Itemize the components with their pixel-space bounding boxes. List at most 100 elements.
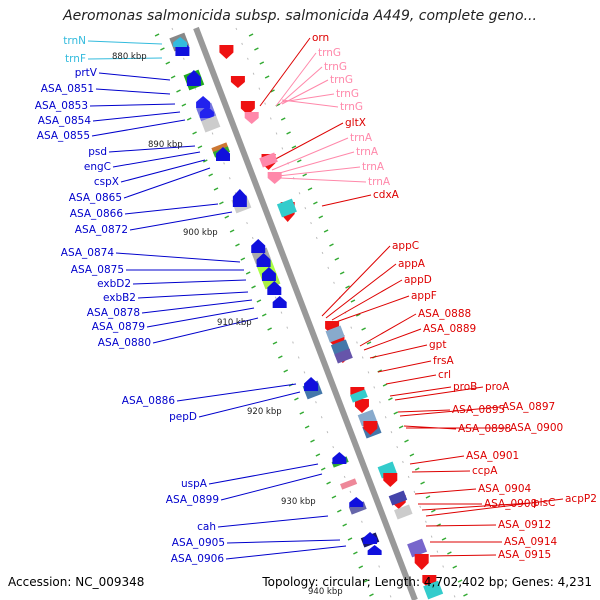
scale-tick: [326, 481, 331, 485]
gene-label-asa-0895[interactable]: ASA_0895: [452, 404, 505, 416]
scale-tick: [213, 187, 219, 191]
leader-line-pepd: [198, 391, 301, 418]
gene-label-prtv[interactable]: prtV: [75, 67, 98, 79]
kbp-label-920-kbp: 920 kbp: [247, 407, 282, 417]
scale-tick: [329, 243, 334, 247]
scale-tick: [170, 75, 176, 79]
gene-label-asa-0854[interactable]: ASA_0854: [38, 115, 92, 127]
gene-label-trng[interactable]: trnG: [318, 47, 341, 59]
gene-label-asa-0874[interactable]: ASA_0874: [61, 247, 115, 259]
gene-label-trna[interactable]: trnA: [362, 161, 385, 173]
gene-label-appc[interactable]: appC: [392, 240, 419, 252]
gene-label-asa-0912[interactable]: ASA_0912: [498, 519, 551, 531]
gene-label-trnf[interactable]: trnF: [65, 53, 86, 65]
gene-label-trng[interactable]: trnG: [324, 61, 347, 73]
gene-label-trna[interactable]: trnA: [356, 146, 379, 158]
gene-feature: [325, 325, 345, 343]
gene-label-cah[interactable]: cah: [197, 521, 216, 533]
gene-label-proa[interactable]: proA: [485, 381, 510, 393]
kbp-label-930-kbp: 930 kbp: [281, 497, 316, 507]
gene-label-asa-0899[interactable]: ASA_0899: [166, 494, 219, 506]
gene-label-cdxa[interactable]: cdxA: [373, 189, 400, 201]
leader-line-prob: [389, 386, 452, 397]
gene-label-asa-0915[interactable]: ASA_0915: [498, 549, 551, 561]
gene-label-trna[interactable]: trnA: [368, 176, 391, 188]
gene-label-appa[interactable]: appA: [398, 258, 426, 270]
gene-label-exbb2[interactable]: exbB2: [103, 292, 136, 304]
gene-label-gltx[interactable]: gltX: [345, 117, 366, 129]
gene-label-asa-0851[interactable]: ASA_0851: [41, 83, 94, 95]
leader-line-ccpa: [411, 470, 471, 473]
gene-label-asa-0897[interactable]: ASA_0897: [502, 401, 555, 413]
gene-label-asa-0905[interactable]: ASA_0905: [172, 537, 225, 549]
gene-label-asa-0865[interactable]: ASA_0865: [69, 192, 122, 204]
gene-label-asa-0855[interactable]: ASA_0855: [37, 130, 90, 142]
scale-tick: [353, 551, 358, 555]
leader-line-asa-0906: [225, 545, 347, 560]
gene-label-asa-0898[interactable]: ASA_0898: [458, 423, 511, 435]
gene-label-exbd2[interactable]: exbD2: [97, 278, 131, 290]
leader-line-exbd2: [132, 279, 247, 285]
leader-line-asa-0865: [123, 167, 211, 199]
scale-tick: [358, 565, 364, 569]
leader-line-crl: [385, 374, 437, 385]
scale-tick: [154, 33, 160, 37]
gene-label-prob[interactable]: proB: [453, 381, 477, 393]
gene-label-asa-0886[interactable]: ASA_0886: [122, 395, 176, 407]
gene-label-asa-0878[interactable]: ASA_0878: [87, 307, 140, 319]
leader-line-gpt: [369, 344, 428, 359]
gene-label-trng[interactable]: trnG: [340, 101, 363, 113]
gene-label-trnn[interactable]: trnN: [63, 35, 86, 47]
gene-label-plsc[interactable]: plsC: [533, 497, 555, 509]
leader-line-trng: [275, 52, 317, 107]
gene-label-engc[interactable]: engC: [84, 161, 111, 173]
gene-label-gpt[interactable]: gpt: [429, 339, 446, 351]
gene-label-appf[interactable]: appF: [411, 290, 437, 302]
gene-label-asa-0866[interactable]: ASA_0866: [70, 208, 124, 220]
gene-label-asa-0880[interactable]: ASA_0880: [98, 337, 151, 349]
gene-label-asa-0908[interactable]: ASA_0908: [484, 498, 537, 510]
gene-label-asa-0872[interactable]: ASA_0872: [75, 224, 128, 236]
gene-label-uspa[interactable]: uspA: [181, 478, 208, 490]
gene-feature: [276, 198, 297, 218]
gene-label-appd[interactable]: appD: [404, 274, 432, 286]
gene-label-asa-0901[interactable]: ASA_0901: [466, 450, 519, 462]
leader-line-asa-0878: [141, 299, 253, 314]
gene-label-asa-0889[interactable]: ASA_0889: [423, 323, 476, 335]
gene-label-cspx[interactable]: cspX: [94, 176, 119, 188]
gene-label-asa-0875[interactable]: ASA_0875: [71, 264, 124, 276]
leader-line-trna: [277, 166, 361, 177]
gene-label-asa-0853[interactable]: ASA_0853: [35, 100, 88, 112]
gene-label-pepd[interactable]: pepD: [169, 411, 197, 423]
leader-line-trng: [281, 99, 339, 108]
leader-line-asa-0880: [152, 317, 259, 344]
gene-label-ccpa[interactable]: ccpA: [472, 465, 498, 477]
leader-line-appf: [335, 295, 410, 323]
gene-label-asa-0904[interactable]: ASA_0904: [478, 483, 532, 495]
scale-tick: [270, 89, 275, 93]
gene-label-crl[interactable]: crl: [438, 369, 451, 381]
gene-arrow: [240, 101, 255, 115]
gene-label-asa-0900[interactable]: ASA_0900: [510, 422, 563, 434]
gene-label-trna[interactable]: trnA: [350, 132, 373, 144]
gene-arrow: [261, 267, 276, 281]
gene-label-acpp2[interactable]: acpP2: [565, 493, 597, 505]
scale-tick: [323, 229, 329, 233]
gene-label-asa-0914[interactable]: ASA_0914: [504, 536, 558, 548]
gene-feature: [394, 504, 413, 520]
gene-label-asa-0879[interactable]: ASA_0879: [92, 321, 145, 333]
scale-tick: [261, 313, 267, 317]
leader-line-trnn: [87, 40, 163, 45]
gene-arrow: [383, 473, 398, 487]
gene-label-trng[interactable]: trnG: [336, 88, 359, 100]
leader-line-appc: [321, 245, 391, 317]
scale-tick: [192, 131, 197, 135]
kbp-label-900-kbp: 900 kbp: [183, 228, 218, 238]
gene-label-frsa[interactable]: frsA: [433, 355, 454, 367]
gene-label-orn[interactable]: orn: [312, 32, 329, 44]
gene-label-psd[interactable]: psd: [88, 146, 107, 158]
gene-label-asa-0888[interactable]: ASA_0888: [418, 308, 471, 320]
gene-label-trng[interactable]: trnG: [330, 74, 353, 86]
scale-tick: [393, 411, 399, 415]
gene-label-asa-0906[interactable]: ASA_0906: [171, 553, 225, 565]
